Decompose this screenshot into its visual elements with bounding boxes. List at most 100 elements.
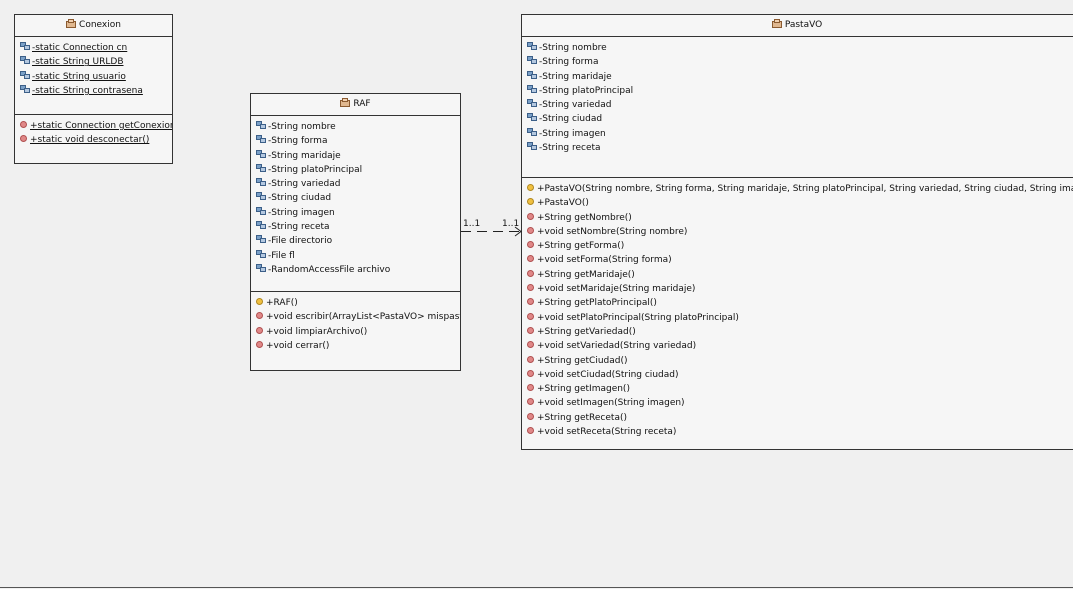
method-row[interactable]: +String getVariedad(): [522, 325, 1073, 339]
method-row[interactable]: +String getNombre(): [522, 211, 1073, 225]
method-icon: [527, 326, 534, 334]
method-icon: [256, 326, 263, 334]
method-icon: [527, 212, 534, 220]
class-title: PastaVO: [522, 15, 1073, 37]
field-icon: [256, 263, 267, 273]
method-icon: [527, 427, 534, 435]
association-arrow[interactable]: [460, 222, 530, 242]
constructor-icon: [527, 184, 534, 191]
field-icon: [256, 121, 267, 130]
method-icon: [20, 121, 27, 128]
method-icon: [527, 412, 534, 420]
attribute-row[interactable]: -String variedad: [251, 177, 460, 191]
method-row[interactable]: +static void desconectar(): [15, 133, 172, 147]
attributes-section: -static Connection cn -static String URL…: [15, 37, 172, 115]
attribute-row[interactable]: -static Connection cn: [15, 41, 172, 55]
method-row[interactable]: +void setImagen(String imagen): [522, 396, 1073, 410]
method-row[interactable]: +void setForma(String forma): [522, 253, 1073, 267]
method-icon: [527, 255, 534, 263]
field-icon: [256, 235, 267, 244]
attribute-row[interactable]: -String imagen: [522, 127, 1073, 141]
attribute-row[interactable]: -String ciudad: [522, 112, 1073, 126]
constructor-icon: [527, 198, 534, 206]
method-icon: [20, 135, 27, 143]
methods-section: +PastaVO(String nombre, String forma, St…: [522, 178, 1073, 439]
method-icon: [527, 341, 534, 349]
method-row[interactable]: +static Connection getConexion(: [15, 119, 172, 133]
method-icon: [527, 226, 534, 234]
field-icon: [527, 42, 538, 51]
method-row[interactable]: +void setMaridaje(String maridaje): [522, 282, 1073, 296]
class-name: RAF: [353, 99, 371, 109]
method-icon: [527, 369, 534, 377]
method-row[interactable]: +String getPlatoPrincipal(): [522, 296, 1073, 310]
field-icon: [256, 163, 267, 173]
attribute-row[interactable]: -String receta: [522, 141, 1073, 155]
attribute-row[interactable]: -static String contrasena: [15, 84, 172, 98]
attribute-row[interactable]: -String imagen: [251, 206, 460, 220]
method-row[interactable]: +String getForma(): [522, 239, 1073, 253]
class-name: PastaVO: [784, 20, 823, 30]
method-icon: [527, 398, 534, 406]
method-row[interactable]: +void setCiudad(String ciudad): [522, 368, 1073, 382]
attribute-row[interactable]: -static String URLDB: [15, 55, 172, 69]
attribute-row[interactable]: -String variedad: [522, 98, 1073, 112]
attribute-row[interactable]: -String receta: [251, 220, 460, 234]
field-icon: [20, 70, 31, 80]
field-icon: [20, 42, 31, 51]
method-row[interactable]: +void limpiarArchivo(): [251, 325, 460, 339]
field-icon: [256, 149, 267, 159]
method-row[interactable]: +void setReceta(String receta): [522, 425, 1073, 439]
method-row[interactable]: +void setNombre(String nombre): [522, 225, 1073, 239]
field-icon: [256, 135, 267, 144]
attribute-row[interactable]: -String platoPrincipal: [251, 163, 460, 177]
methods-section: +static Connection getConexion( +static …: [15, 115, 172, 148]
class-title: Conexion: [15, 15, 172, 37]
attribute-row[interactable]: -File fl: [251, 249, 460, 263]
constructor-row[interactable]: +PastaVO(String nombre, String forma, St…: [522, 182, 1073, 196]
class-icon: [771, 16, 782, 37]
field-icon: [256, 221, 267, 230]
field-icon: [527, 70, 538, 80]
class-conexion[interactable]: Conexion -static Connection cn -static S…: [14, 14, 173, 164]
constructor-row[interactable]: +RAF(): [251, 296, 460, 310]
method-row[interactable]: +void escribir(ArrayList<PastaVO> mispas…: [251, 310, 460, 324]
attribute-row[interactable]: -String forma: [251, 134, 460, 148]
method-icon: [527, 384, 534, 392]
method-row[interactable]: +String getImagen(): [522, 382, 1073, 396]
method-icon: [527, 298, 534, 306]
attribute-row[interactable]: -static String usuario: [15, 70, 172, 84]
method-icon: [527, 241, 534, 249]
method-icon: [256, 312, 263, 320]
attribute-row[interactable]: -String nombre: [522, 41, 1073, 55]
attributes-section: -String nombre -String forma -String mar…: [522, 37, 1073, 178]
attribute-row[interactable]: -String maridaje: [522, 70, 1073, 84]
class-raf[interactable]: RAF -String nombre -String forma -String…: [250, 93, 461, 371]
method-row[interactable]: +String getReceta(): [522, 411, 1073, 425]
field-icon: [256, 178, 267, 187]
method-row[interactable]: +void setVariedad(String variedad): [522, 339, 1073, 353]
canvas-bottom-border: [0, 587, 1073, 588]
method-row[interactable]: +String getCiudad(): [522, 354, 1073, 368]
method-row[interactable]: +String getMaridaje(): [522, 268, 1073, 282]
attribute-row[interactable]: -String ciudad: [251, 191, 460, 205]
attributes-section: -String nombre -String forma -String mar…: [251, 116, 460, 292]
method-icon: [527, 284, 534, 292]
constructor-row[interactable]: +PastaVO(): [522, 196, 1073, 210]
class-pastavo[interactable]: PastaVO -String nombre -String forma -St…: [521, 14, 1073, 450]
attribute-row[interactable]: -File directorio: [251, 234, 460, 248]
attribute-row[interactable]: -String maridaje: [251, 149, 460, 163]
field-icon: [527, 56, 538, 65]
field-icon: [527, 113, 538, 122]
field-icon: [527, 84, 538, 94]
attribute-row[interactable]: -RandomAccessFile archivo: [251, 263, 460, 277]
target-multiplicity: 1..1: [502, 219, 520, 229]
field-icon: [527, 99, 538, 108]
attribute-row[interactable]: -String forma: [522, 55, 1073, 69]
attribute-row[interactable]: -String nombre: [251, 120, 460, 134]
field-icon: [527, 127, 538, 137]
method-row[interactable]: +void cerrar(): [251, 339, 460, 353]
method-row[interactable]: +void setPlatoPrincipal(String platoPrin…: [522, 311, 1073, 325]
attribute-row[interactable]: -String platoPrincipal: [522, 84, 1073, 98]
